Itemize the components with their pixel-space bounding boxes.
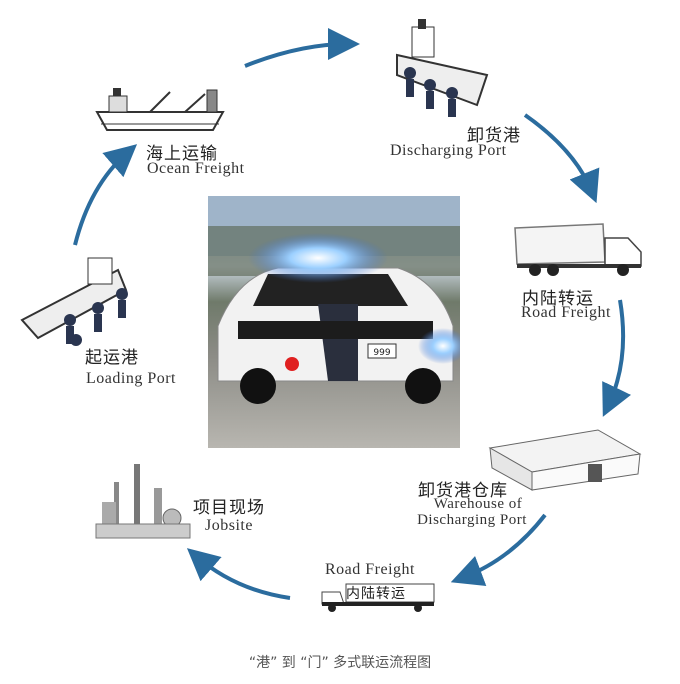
police-car-photo: 999 — [208, 196, 460, 448]
arrow-loading-to-ocean — [73, 144, 138, 246]
loading-ship-icon — [20, 257, 128, 346]
license-plate: 999 — [373, 348, 390, 358]
cargo-ship-icon — [95, 88, 225, 131]
stage-discharge-zh: 卸货港 — [467, 126, 521, 146]
police-car-illustration: 999 — [208, 196, 460, 404]
stage-warehouse-en-line2: Discharging Port — [417, 512, 527, 528]
stage-loading-zh: 起运港 — [85, 348, 139, 368]
arrow-road-to-warehouse — [602, 299, 632, 417]
flatbed-truck-icon — [321, 583, 435, 612]
truck-side-text: 内陆转运 — [346, 586, 406, 602]
tanker-ship-icon — [396, 19, 489, 117]
arrow-truck-to-jobsite — [186, 548, 291, 600]
stage-ocean-en: Ocean Freight — [147, 160, 245, 177]
stage-truck-en: Road Freight — [325, 561, 415, 578]
stage-discharge-en: Discharging Port — [390, 142, 507, 159]
stage-jobsite-zh: 项目现场 — [193, 498, 265, 518]
stage-warehouse-en-line1: Warehouse of — [433, 496, 523, 512]
stage-road-zh: 内陆转运 — [522, 289, 594, 309]
diagram-caption: “港” 到 “门” 多式联运流程图 — [248, 655, 432, 671]
stage-jobsite-en: Jobsite — [205, 517, 253, 534]
stage-warehouse-zh: 卸货港仓库 — [418, 481, 508, 501]
factory-icon — [95, 464, 191, 539]
stage-ocean-zh: 海上运输 — [146, 144, 218, 164]
stage-road-en: Road Freight — [521, 304, 611, 321]
arrow-discharge-to-road — [523, 113, 600, 204]
box-truck-icon — [514, 223, 642, 276]
warehouse-icon — [488, 429, 642, 491]
arrow-ocean-to-discharge — [244, 28, 360, 68]
stage-loading-en: Loading Port — [86, 370, 176, 387]
arrow-warehouse-to-truck — [450, 513, 547, 586]
stage-warehouse-en: Warehouse of Discharging Port — [417, 496, 536, 528]
